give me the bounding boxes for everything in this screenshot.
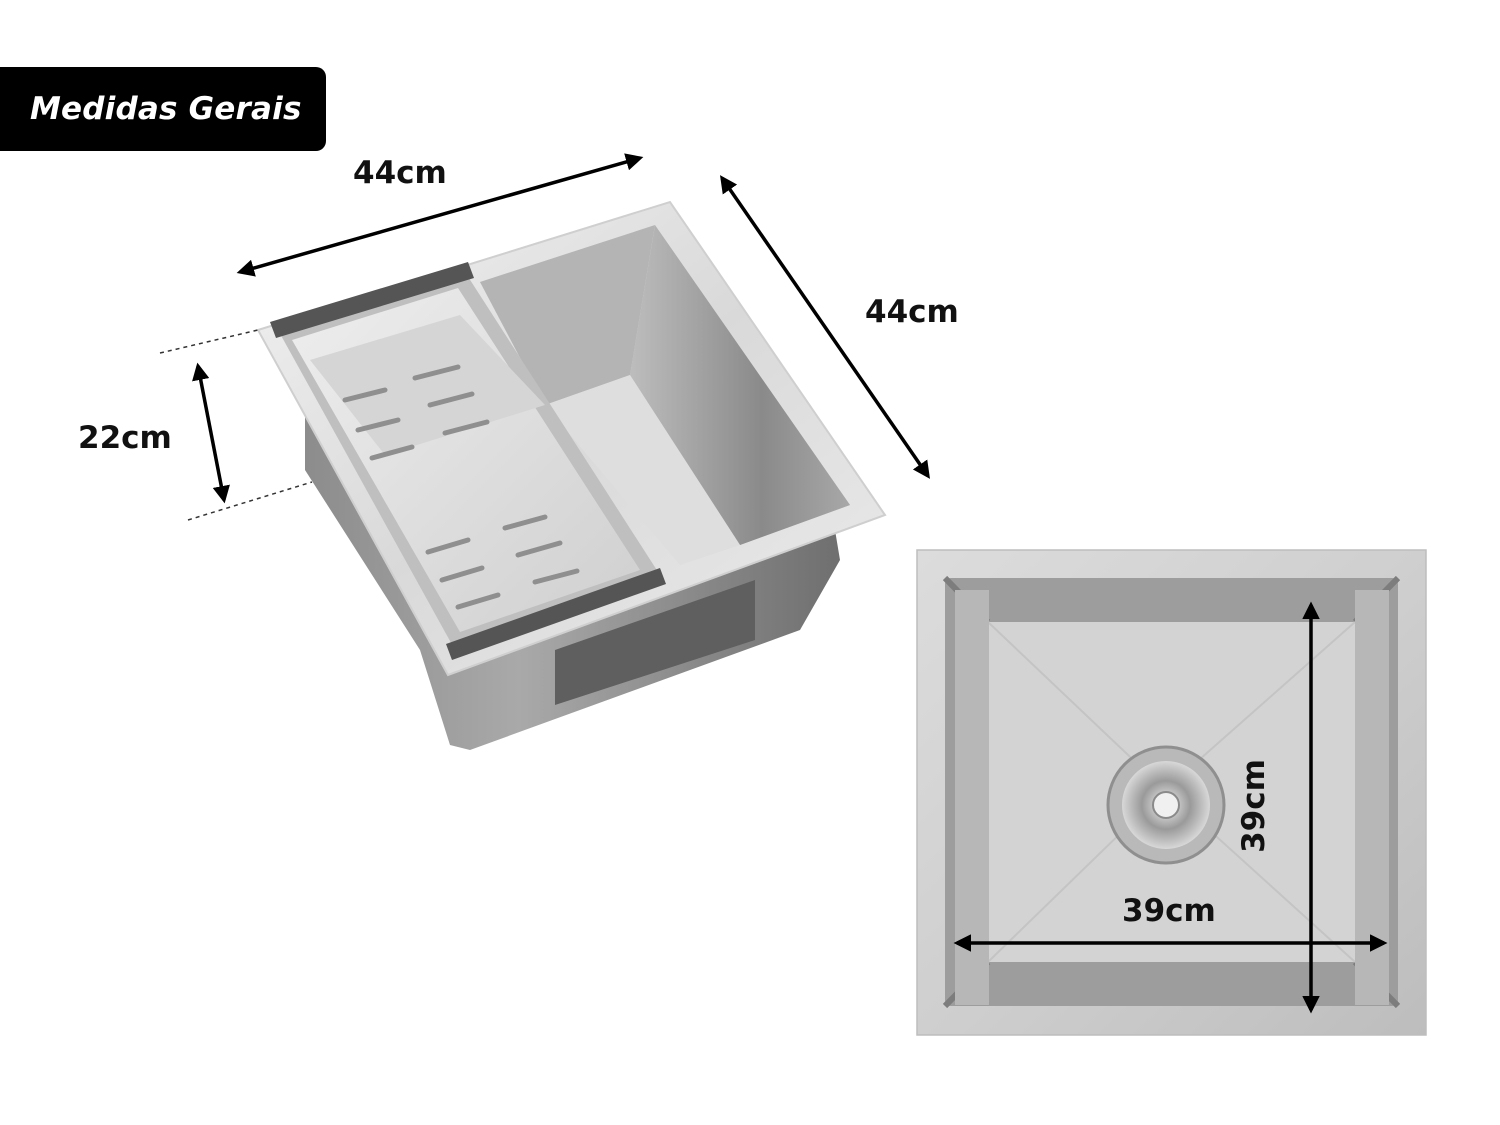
guide-line-top [159,329,259,354]
section-title: Medidas Gerais [30,91,302,127]
sink-3d-view [256,200,887,750]
basket-handle-bottom [446,568,666,660]
dimension-width-top: 44cm [353,155,447,191]
dimension-inner-depth: 39cm [1235,759,1272,853]
arrow-depth-side [720,175,930,479]
sink-top-view [916,549,1427,1036]
section-badge: Medidas Gerais [0,67,326,151]
dimension-height: 22cm [78,420,172,456]
basket-handle-top [270,262,474,338]
arrow-height [192,362,230,504]
arrow-width-top [236,153,644,277]
basket-slots [342,364,580,610]
dimension-depth-side: 44cm [865,294,959,330]
guide-line-bottom [187,481,313,521]
dimension-inner-width: 39cm [1122,893,1216,929]
label-plate [555,580,755,705]
